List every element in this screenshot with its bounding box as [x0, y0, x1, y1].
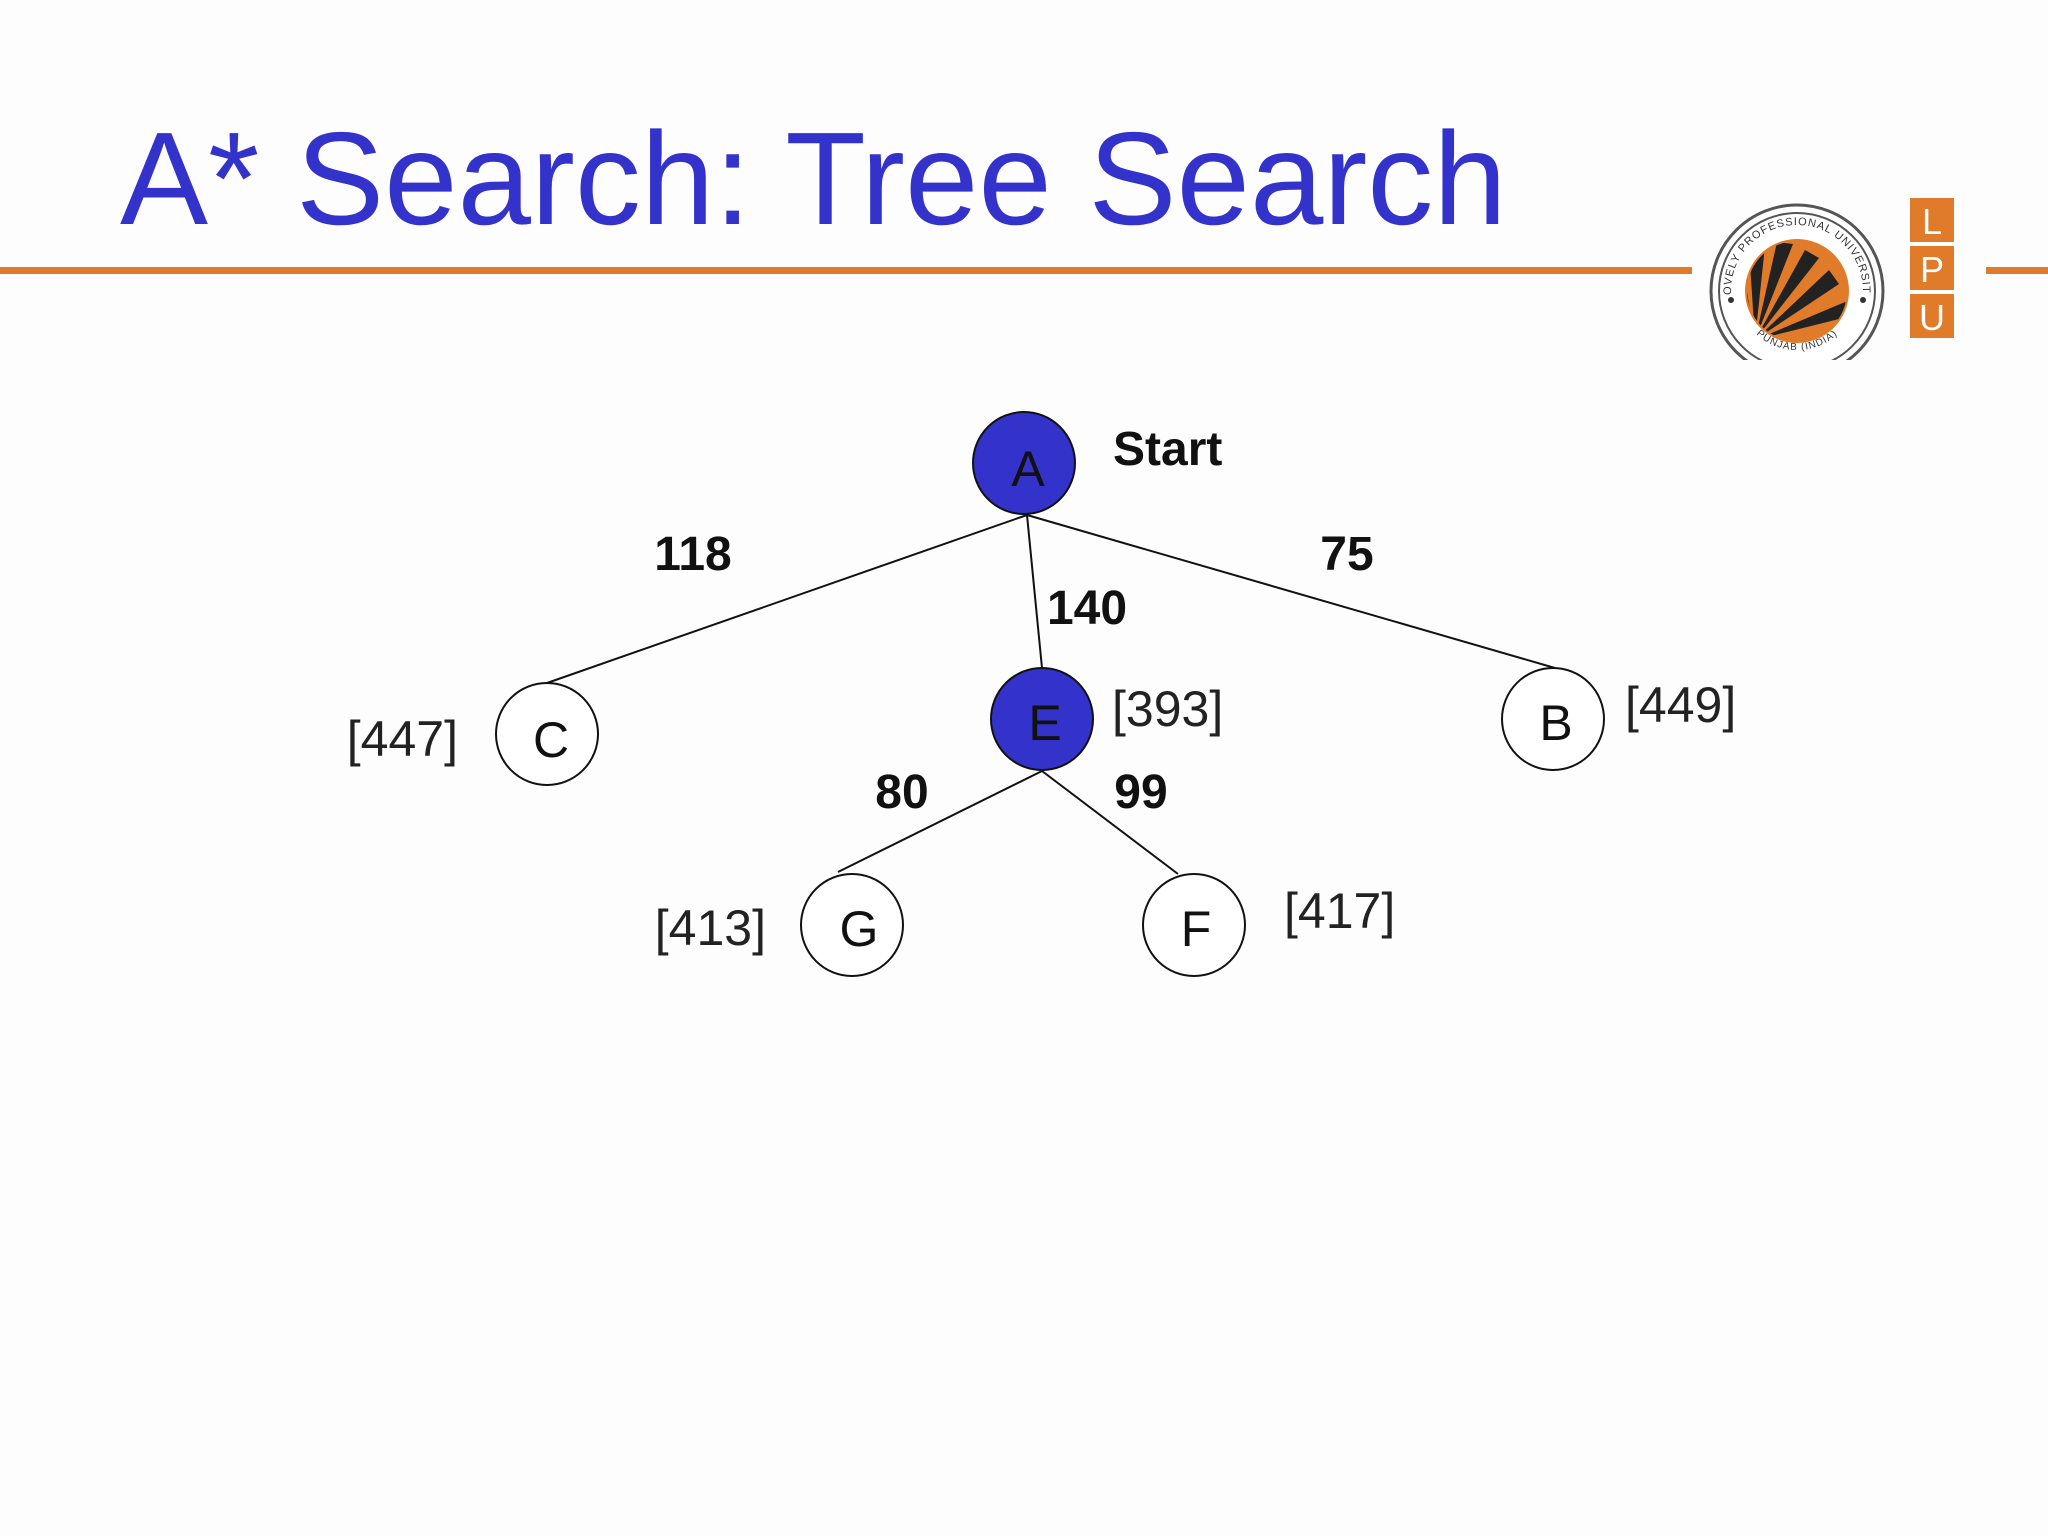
edge-cost-a-e: 140 — [1047, 582, 1127, 635]
node-c-f-value: [447] — [347, 711, 458, 767]
logo-letter-p: P — [1920, 249, 1944, 290]
edge-e-f — [1041, 770, 1179, 875]
lpu-seal: LOVELY PROFESSIONAL UNIVERSITY PUNJAB (I… — [1705, 190, 1885, 360]
lpu-letters: L P U — [1910, 198, 1954, 338]
logo-letter-l: L — [1922, 201, 1942, 242]
slide-title: A* Search: Tree Search — [120, 105, 1507, 252]
node-f-f-value: [417] — [1284, 883, 1395, 939]
node-e: E — [990, 667, 1094, 771]
node-e-label: E — [1028, 695, 1061, 751]
edge-cost-e-g: 80 — [875, 766, 928, 819]
lpu-logo: LOVELY PROFESSIONAL UNIVERSITY PUNJAB (I… — [1705, 190, 1954, 360]
title-rule-left — [0, 267, 1692, 274]
logo-letter-u: U — [1919, 297, 1945, 338]
edge-a-e — [1026, 514, 1043, 669]
node-c-label: C — [533, 712, 569, 768]
title-rule-right — [1986, 267, 2048, 274]
edge-e-g — [837, 770, 1043, 873]
node-a: A — [972, 411, 1076, 515]
node-g-label: G — [840, 901, 879, 957]
edge-cost-e-f: 99 — [1114, 766, 1167, 819]
node-f-label: F — [1181, 901, 1212, 957]
node-f: F — [1142, 873, 1246, 977]
node-g-f-value: [413] — [655, 900, 766, 956]
node-g: G — [800, 873, 904, 977]
node-a-label: A — [1011, 441, 1045, 497]
node-b-label: B — [1539, 695, 1572, 751]
node-b: B — [1501, 667, 1605, 771]
edge-a-c — [546, 514, 1028, 684]
node-e-f-value: [393] — [1112, 681, 1223, 737]
edge-cost-a-b: 75 — [1320, 528, 1373, 581]
start-label: Start — [1113, 423, 1222, 476]
edge-cost-a-c: 118 — [654, 528, 731, 581]
edge-a-b — [1026, 514, 1556, 669]
node-b-f-value: [449] — [1625, 677, 1736, 733]
node-c: C — [495, 682, 599, 786]
